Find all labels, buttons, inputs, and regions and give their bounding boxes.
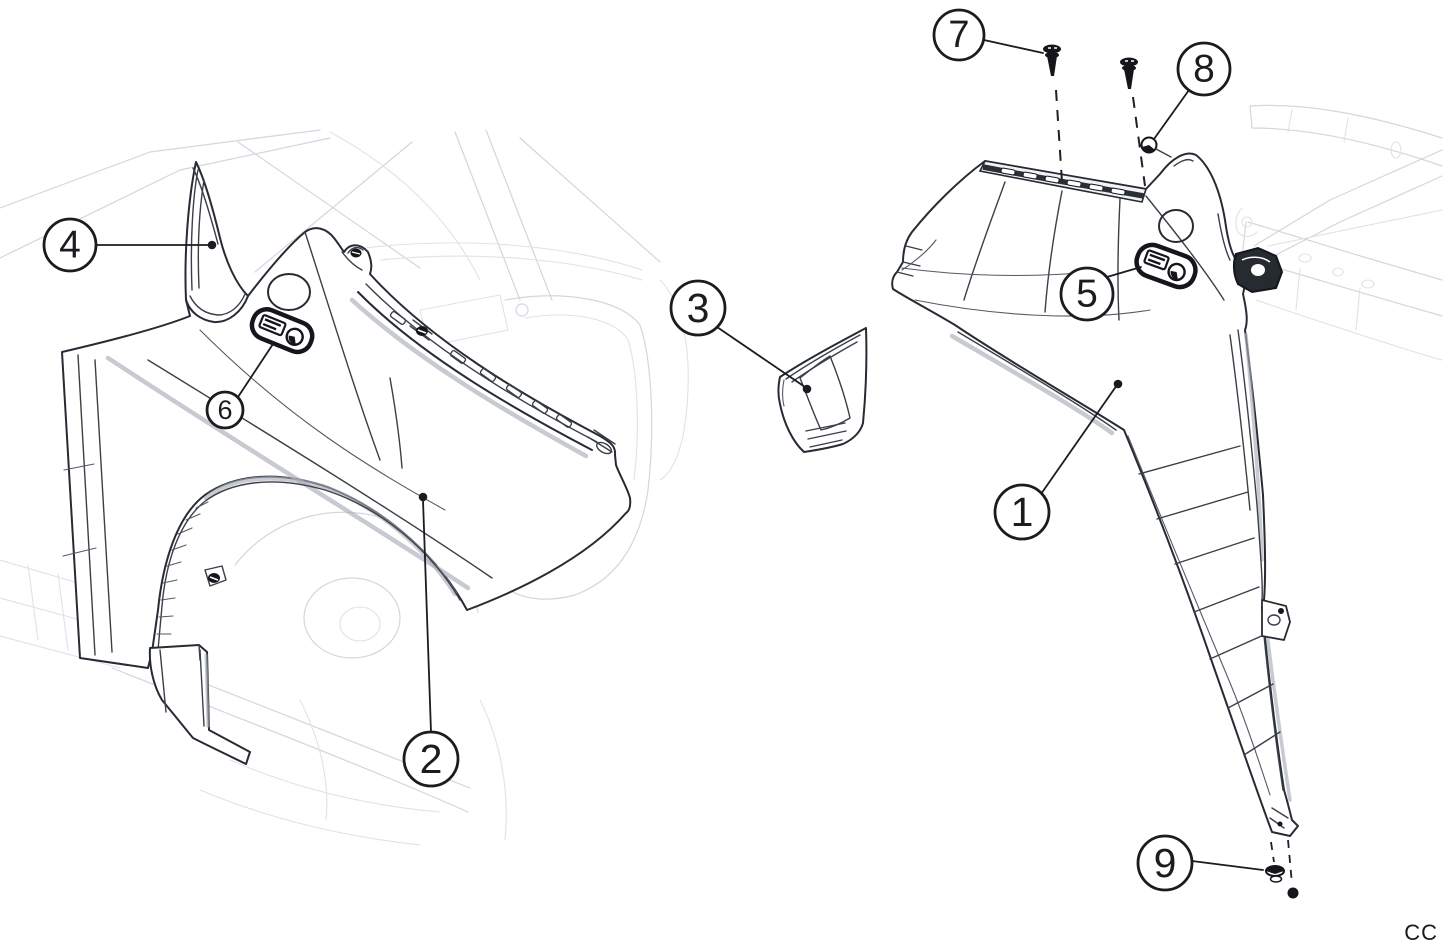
callout-leader-2 <box>422 499 432 733</box>
callout-number-2: 2 <box>420 736 443 782</box>
corner-cover-art <box>777 327 868 453</box>
callout-leader-9 <box>1191 860 1264 871</box>
side-marker-lamp-left-art <box>249 307 315 355</box>
top-flange-strip-art <box>978 160 1148 203</box>
callout-number-6: 6 <box>217 395 232 425</box>
side-marker-lamp-right-art <box>1134 242 1198 290</box>
callout-leader-1 <box>1040 384 1118 495</box>
callout-number-8: 8 <box>1193 48 1215 91</box>
callout-number-1: 1 <box>1011 489 1034 535</box>
antenna-hole-right <box>1158 209 1194 243</box>
top-rail-art <box>349 283 616 459</box>
callout-dot-1 <box>1113 379 1123 389</box>
screw-alignment-dash <box>1132 96 1146 187</box>
callout-number-7: 7 <box>948 14 969 56</box>
fender-mount-bracket-art <box>1232 246 1284 294</box>
hardware <box>1043 44 1299 899</box>
callout-dot-4 <box>207 240 217 250</box>
screw-icon <box>1043 44 1061 76</box>
callout-dot-3 <box>802 384 812 394</box>
callouts-layer: 1 2 3 4 5 6 7 8 9 <box>42 8 1264 892</box>
right-fender-panel-art <box>891 152 1299 837</box>
grommet-screw-icon <box>1265 865 1285 883</box>
callout-6[interactable] <box>205 390 245 430</box>
fastener-alignment-dash <box>1287 839 1293 885</box>
callout-number-9: 9 <box>1154 840 1177 886</box>
callout-number-5: 5 <box>1076 273 1098 316</box>
callout-1[interactable] <box>993 483 1051 541</box>
screw-alignment-dash <box>1055 89 1063 183</box>
leg-rib-lines <box>1138 445 1281 756</box>
callout-4[interactable] <box>42 217 98 273</box>
screw-icon <box>1120 57 1138 89</box>
callout-3[interactable] <box>669 279 727 337</box>
fastener-alignment-dash <box>1270 841 1275 863</box>
background-subframe-right <box>1235 104 1443 361</box>
lower-bracket-art <box>148 644 251 765</box>
callout-2[interactable] <box>402 730 460 788</box>
callout-leader-5 <box>1106 266 1142 278</box>
callout-number-3: 3 <box>687 285 710 331</box>
plug-dot-icon <box>1287 887 1299 899</box>
callout-9[interactable] <box>1136 834 1194 892</box>
leg-bracket-art <box>1261 599 1291 641</box>
callout-leader-8 <box>1153 89 1190 140</box>
a-pillar-finisher-art <box>185 167 249 324</box>
callout-8[interactable] <box>1176 41 1232 97</box>
callout-number-4: 4 <box>59 224 81 267</box>
left-fender-assembly-art <box>61 161 632 765</box>
antenna-hole <box>267 273 311 311</box>
callout-leader-6 <box>237 343 274 398</box>
arch-flange-hatch <box>156 501 209 635</box>
callout-dot-2 <box>418 492 428 502</box>
callout-7[interactable] <box>932 8 986 62</box>
clip-icon <box>1140 136 1172 158</box>
callout-leader-7 <box>983 39 1044 54</box>
watermark-text: CC <box>1404 920 1438 945</box>
left-fender-panel <box>61 161 632 669</box>
callout-5[interactable] <box>1059 266 1115 322</box>
callout-leader-3 <box>716 326 806 388</box>
